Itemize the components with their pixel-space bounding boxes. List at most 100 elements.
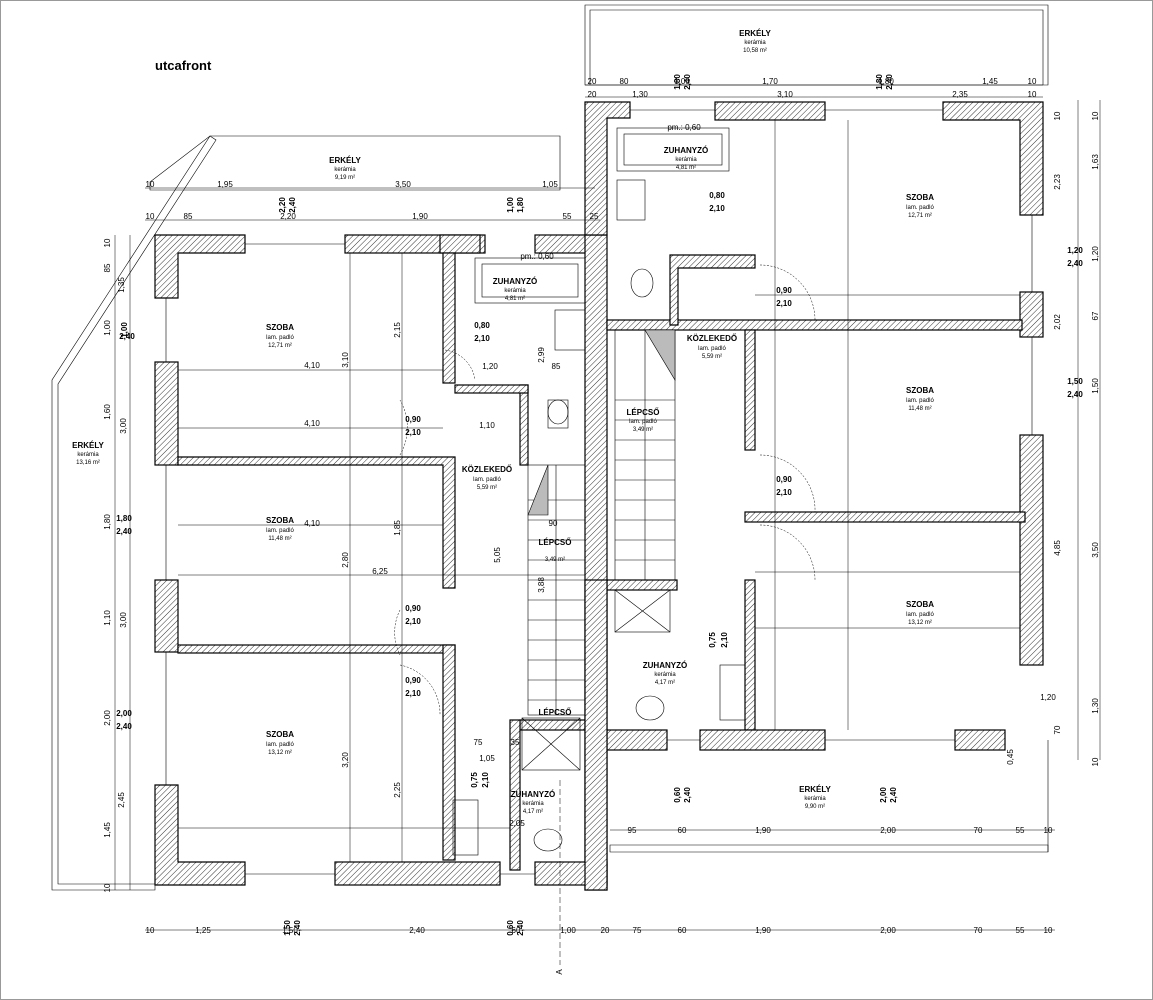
svg-text:1,80: 1,80 <box>875 74 884 90</box>
opening-right-1-h: 2,40 <box>1067 259 1083 268</box>
svg-text:4,10: 4,10 <box>304 419 320 428</box>
svg-text:85: 85 <box>103 263 112 272</box>
svg-text:LÉPCSŐ: LÉPCSŐ <box>539 538 572 547</box>
svg-text:1,80: 1,80 <box>878 77 894 86</box>
svg-text:0,60: 0,60 <box>506 920 515 936</box>
opening-door-right-2-w: 0,90 <box>776 475 792 484</box>
svg-text:3,10: 3,10 <box>341 352 350 368</box>
svg-text:2,02: 2,02 <box>1053 314 1062 330</box>
room-label-szoba-right-1: SZOBA lam. padló 12,71 m² <box>906 193 935 219</box>
svg-text:10: 10 <box>1053 111 1062 120</box>
room-label-lepcso-right: LÉPCSŐ lam. padló 3,49 m² <box>627 408 660 433</box>
room-label-szoba-left-1: SZOBA lam. padló 12,71 m² <box>266 323 295 349</box>
svg-text:lam. padló: lam. padló <box>266 528 294 534</box>
svg-text:SZOBA: SZOBA <box>266 730 294 739</box>
svg-text:4,81 m²: 4,81 m² <box>676 165 696 171</box>
svg-text:1,90: 1,90 <box>755 826 771 835</box>
svg-text:1,05: 1,05 <box>542 180 558 189</box>
svg-text:0,60: 0,60 <box>673 787 682 803</box>
svg-text:lam. padló: lam. padló <box>906 398 934 404</box>
dims-top-right-outer: 20 80 1,00 1,70 1,80 1,45 10 <box>588 77 1037 86</box>
opening-right-2-h: 2,40 <box>1067 390 1083 399</box>
svg-text:3,00: 3,00 <box>119 612 128 628</box>
svg-text:kerámia: kerámia <box>675 157 697 163</box>
svg-text:13,12 m²: 13,12 m² <box>268 750 292 756</box>
inner-dims: 4,10 3,10 2,15 4,10 4,10 6,25 1,85 2,80 … <box>304 123 701 828</box>
opening-left-2-w: 1,80 <box>116 514 132 523</box>
svg-text:2,23: 2,23 <box>1053 174 1062 190</box>
svg-text:20: 20 <box>588 77 597 86</box>
dims-right-inner: 10 2,23 2,02 4,85 1,20 0,45 <box>1006 111 1062 765</box>
svg-text:kerámia: kerámia <box>334 167 356 173</box>
svg-text:10: 10 <box>1044 826 1053 835</box>
svg-text:SZOBA: SZOBA <box>266 323 294 332</box>
svg-text:1,90: 1,90 <box>755 926 771 935</box>
svg-text:LÉPCSŐ: LÉPCSŐ <box>539 708 572 717</box>
svg-text:55: 55 <box>1016 926 1025 935</box>
dimension-lines <box>114 84 1101 965</box>
svg-text:kerámia: kerámia <box>744 40 766 46</box>
room-label-zuhanyzo-right-top: ZUHANYZÓ kerámia 4,81 m² <box>664 146 708 171</box>
svg-text:2,40: 2,40 <box>889 787 898 803</box>
svg-text:KÖZLEKEDŐ: KÖZLEKEDŐ <box>687 334 737 343</box>
opening-bottom-right-1: 0,60 2,40 <box>673 787 692 803</box>
opening-top-left-1: 2,20 2,40 <box>278 197 297 213</box>
room-label-zuhanyzo-left-bottom: ZUHANYZÓ kerámia 4,17 m² <box>511 790 555 815</box>
room-label-zuhanyzo-right-bottom: ZUHANYZÓ kerámia 4,17 m² <box>643 661 687 686</box>
svg-text:3,00: 3,00 <box>119 418 128 434</box>
opening-left-2-h: 2,40 <box>116 527 132 536</box>
svg-text:2,35: 2,35 <box>952 90 968 99</box>
svg-text:1,90: 1,90 <box>412 212 428 221</box>
svg-text:1,50: 1,50 <box>283 920 292 936</box>
room-label-szoba-right-3: SZOBA lam. padló 13,12 m² <box>906 600 935 626</box>
svg-text:kerámia: kerámia <box>804 796 826 802</box>
svg-text:3,49 m²: 3,49 m² <box>633 427 653 433</box>
svg-text:1,30: 1,30 <box>632 90 648 99</box>
svg-text:1,60: 1,60 <box>103 404 112 420</box>
section-mark: A <box>555 969 564 975</box>
svg-text:ERKÉLY: ERKÉLY <box>739 29 771 38</box>
svg-text:55: 55 <box>563 212 572 221</box>
svg-text:1,10: 1,10 <box>103 610 112 626</box>
svg-text:10: 10 <box>103 883 112 892</box>
svg-text:60: 60 <box>678 826 687 835</box>
svg-text:2,45: 2,45 <box>117 792 126 808</box>
svg-text:10: 10 <box>103 238 112 247</box>
opening-bath-right-bottom: 0,75 2,10 <box>708 632 729 648</box>
balcony-outlines <box>51 4 1049 891</box>
svg-text:2,00: 2,00 <box>103 710 112 726</box>
svg-text:1,25: 1,25 <box>195 926 211 935</box>
svg-text:lam. padló: lam. padló <box>698 346 726 352</box>
svg-text:5,05: 5,05 <box>493 547 502 563</box>
svg-text:67: 67 <box>1091 311 1100 320</box>
svg-text:1,80: 1,80 <box>103 514 112 530</box>
opening-top-right-2: 1,80 2,40 <box>875 74 894 90</box>
svg-text:2,40: 2,40 <box>293 920 302 936</box>
svg-text:kerámia: kerámia <box>654 672 676 678</box>
svg-text:80: 80 <box>620 77 629 86</box>
opening-left-3-w: 2,00 <box>116 709 132 718</box>
opening-door-left-2-w: 0,90 <box>405 604 421 613</box>
svg-text:2,10: 2,10 <box>720 632 729 648</box>
opening-bath-left-h: 2,10 <box>474 334 490 343</box>
opening-door-right-2-h: 2,10 <box>776 488 792 497</box>
room-label-lepcso-left-1: LÉPCSŐ 3,49 m² <box>539 538 572 563</box>
svg-text:1,10: 1,10 <box>479 421 495 430</box>
svg-text:10: 10 <box>1091 111 1100 120</box>
dims-top-right-inner: 20 1,30 3,10 2,35 10 <box>588 90 1037 99</box>
svg-text:3,49 m²: 3,49 m² <box>545 557 565 563</box>
svg-text:5,59 m²: 5,59 m² <box>702 354 722 360</box>
svg-text:10: 10 <box>1091 757 1100 766</box>
right-unit-walls <box>584 101 1044 891</box>
svg-text:10: 10 <box>1028 90 1037 99</box>
svg-text:1,85: 1,85 <box>393 520 402 536</box>
svg-text:70: 70 <box>974 826 983 835</box>
opening-left-1: 1,00 2,40 <box>119 322 135 341</box>
room-label-erkely-left-side: ERKÉLY kerámia 13,16 m² <box>72 441 104 466</box>
svg-text:11,48 m²: 11,48 m² <box>908 406 931 412</box>
svg-text:1,05: 1,05 <box>479 754 495 763</box>
svg-text:12,71 m²: 12,71 m² <box>908 213 932 219</box>
svg-text:2,10: 2,10 <box>481 772 490 788</box>
svg-text:ZUHANYZÓ: ZUHANYZÓ <box>643 661 687 670</box>
